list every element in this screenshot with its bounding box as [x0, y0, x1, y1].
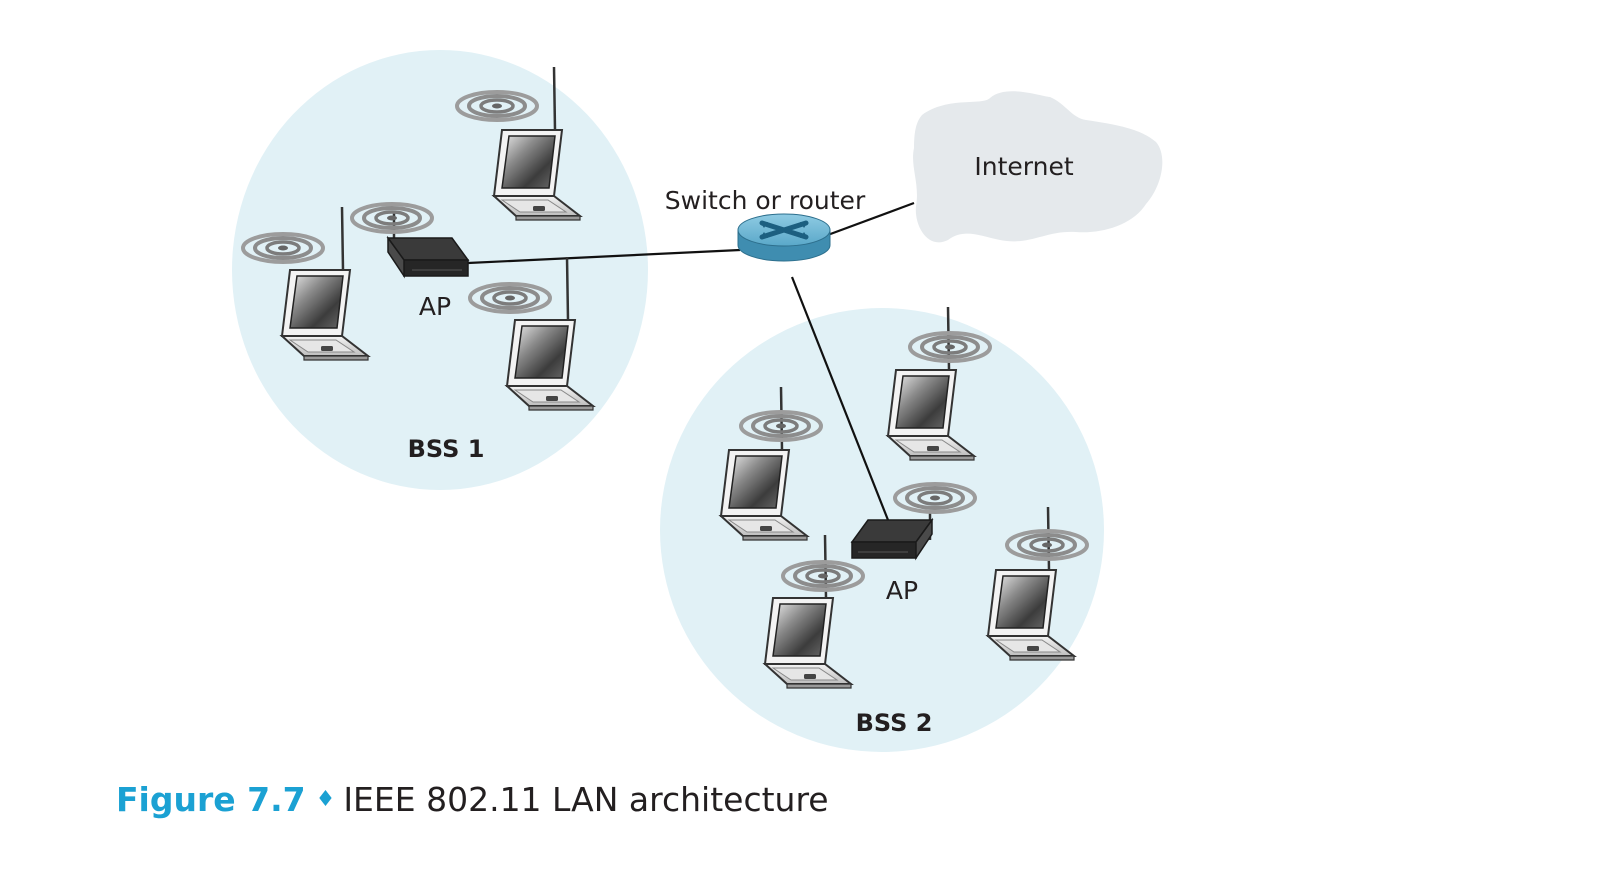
access-point-icon [851, 510, 933, 559]
figure-number: Figure 7.7 [116, 780, 306, 819]
internet-label: Internet [974, 152, 1073, 181]
wifi-signal-icon [455, 90, 539, 122]
wifi-signal-icon [241, 232, 325, 264]
wifi-signal-icon [468, 282, 552, 314]
figure-title: IEEE 802.11 LAN architecture [343, 780, 829, 819]
figure-caption: Figure 7.7 ♦ IEEE 802.11 LAN architecture [116, 783, 829, 816]
bss1-ap-label: AP [419, 292, 451, 321]
wifi-signal-icon [908, 331, 992, 363]
router-label: Switch or router [665, 186, 866, 215]
wifi-signal-icon [781, 560, 865, 592]
bss2-label: BSS 2 [856, 709, 933, 737]
router-icon [737, 213, 831, 262]
wifi-signal-icon [739, 410, 823, 442]
wifi-signal-icon [1005, 529, 1089, 561]
bss2-ap-label: AP [886, 576, 918, 605]
wifi-signal-icon [350, 202, 434, 234]
link-router-internet [824, 201, 915, 238]
link-router-ap2 [790, 276, 890, 521]
wifi-signal-icon [893, 482, 977, 514]
diamond-separator-icon: ♦ [315, 787, 336, 812]
bss1-label: BSS 1 [408, 435, 485, 463]
internet-cloud-icon [913, 91, 1163, 243]
link-ap1-router [467, 248, 741, 265]
